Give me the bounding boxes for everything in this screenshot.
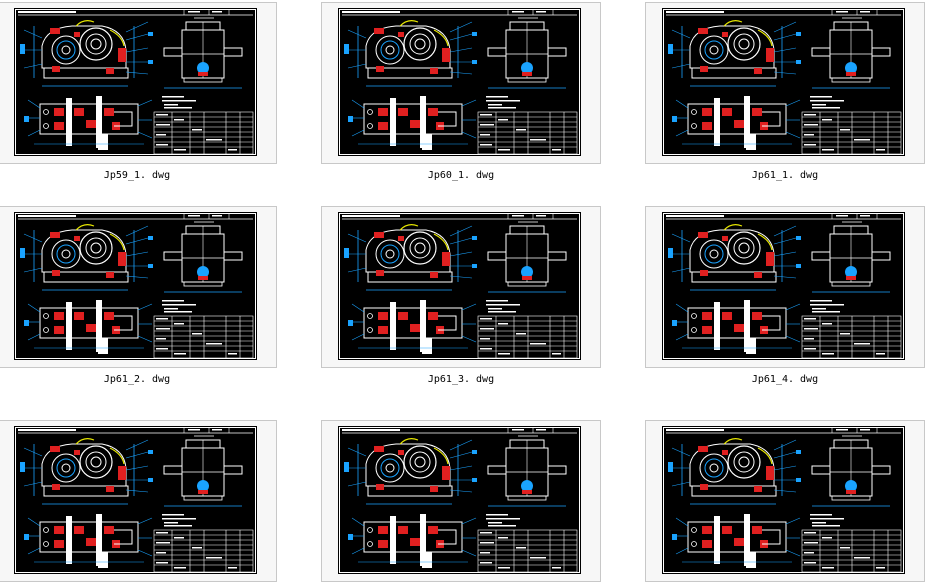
cad-drawing-thumbnail-icon	[662, 426, 905, 574]
cad-drawing-thumbnail-icon	[338, 212, 581, 360]
thumbnail-frame[interactable]	[321, 420, 601, 582]
file-name-label[interactable]: Jp61_3. dwg	[427, 374, 495, 385]
cad-drawing-thumbnail-icon	[338, 426, 581, 574]
thumbnail-frame[interactable]	[645, 206, 925, 368]
file-name-label[interactable]: Jp59_1. dwg	[103, 170, 171, 181]
thumbnail-frame[interactable]	[645, 420, 925, 582]
cad-drawing-thumbnail-icon	[338, 8, 581, 156]
cad-drawing-thumbnail-icon	[14, 8, 257, 156]
thumbnail-frame[interactable]	[645, 2, 925, 164]
file-name-label[interactable]: Jp60_1. dwg	[427, 170, 495, 181]
thumbnail-frame[interactable]	[0, 420, 277, 582]
cad-drawing-thumbnail-icon	[662, 212, 905, 360]
cad-drawing-thumbnail-icon	[14, 426, 257, 574]
thumbnail-frame[interactable]	[321, 2, 601, 164]
thumbnail-frame[interactable]	[0, 2, 277, 164]
cad-drawing-thumbnail-icon	[14, 212, 257, 360]
file-name-label[interactable]: Jp61_4. dwg	[751, 374, 819, 385]
thumbnail-frame[interactable]	[321, 206, 601, 368]
cad-drawing-thumbnail-icon	[662, 8, 905, 156]
file-name-label[interactable]: Jp61_1. dwg	[751, 170, 819, 181]
thumbnail-frame[interactable]	[0, 206, 277, 368]
file-name-label[interactable]: Jp61_2. dwg	[103, 374, 171, 385]
